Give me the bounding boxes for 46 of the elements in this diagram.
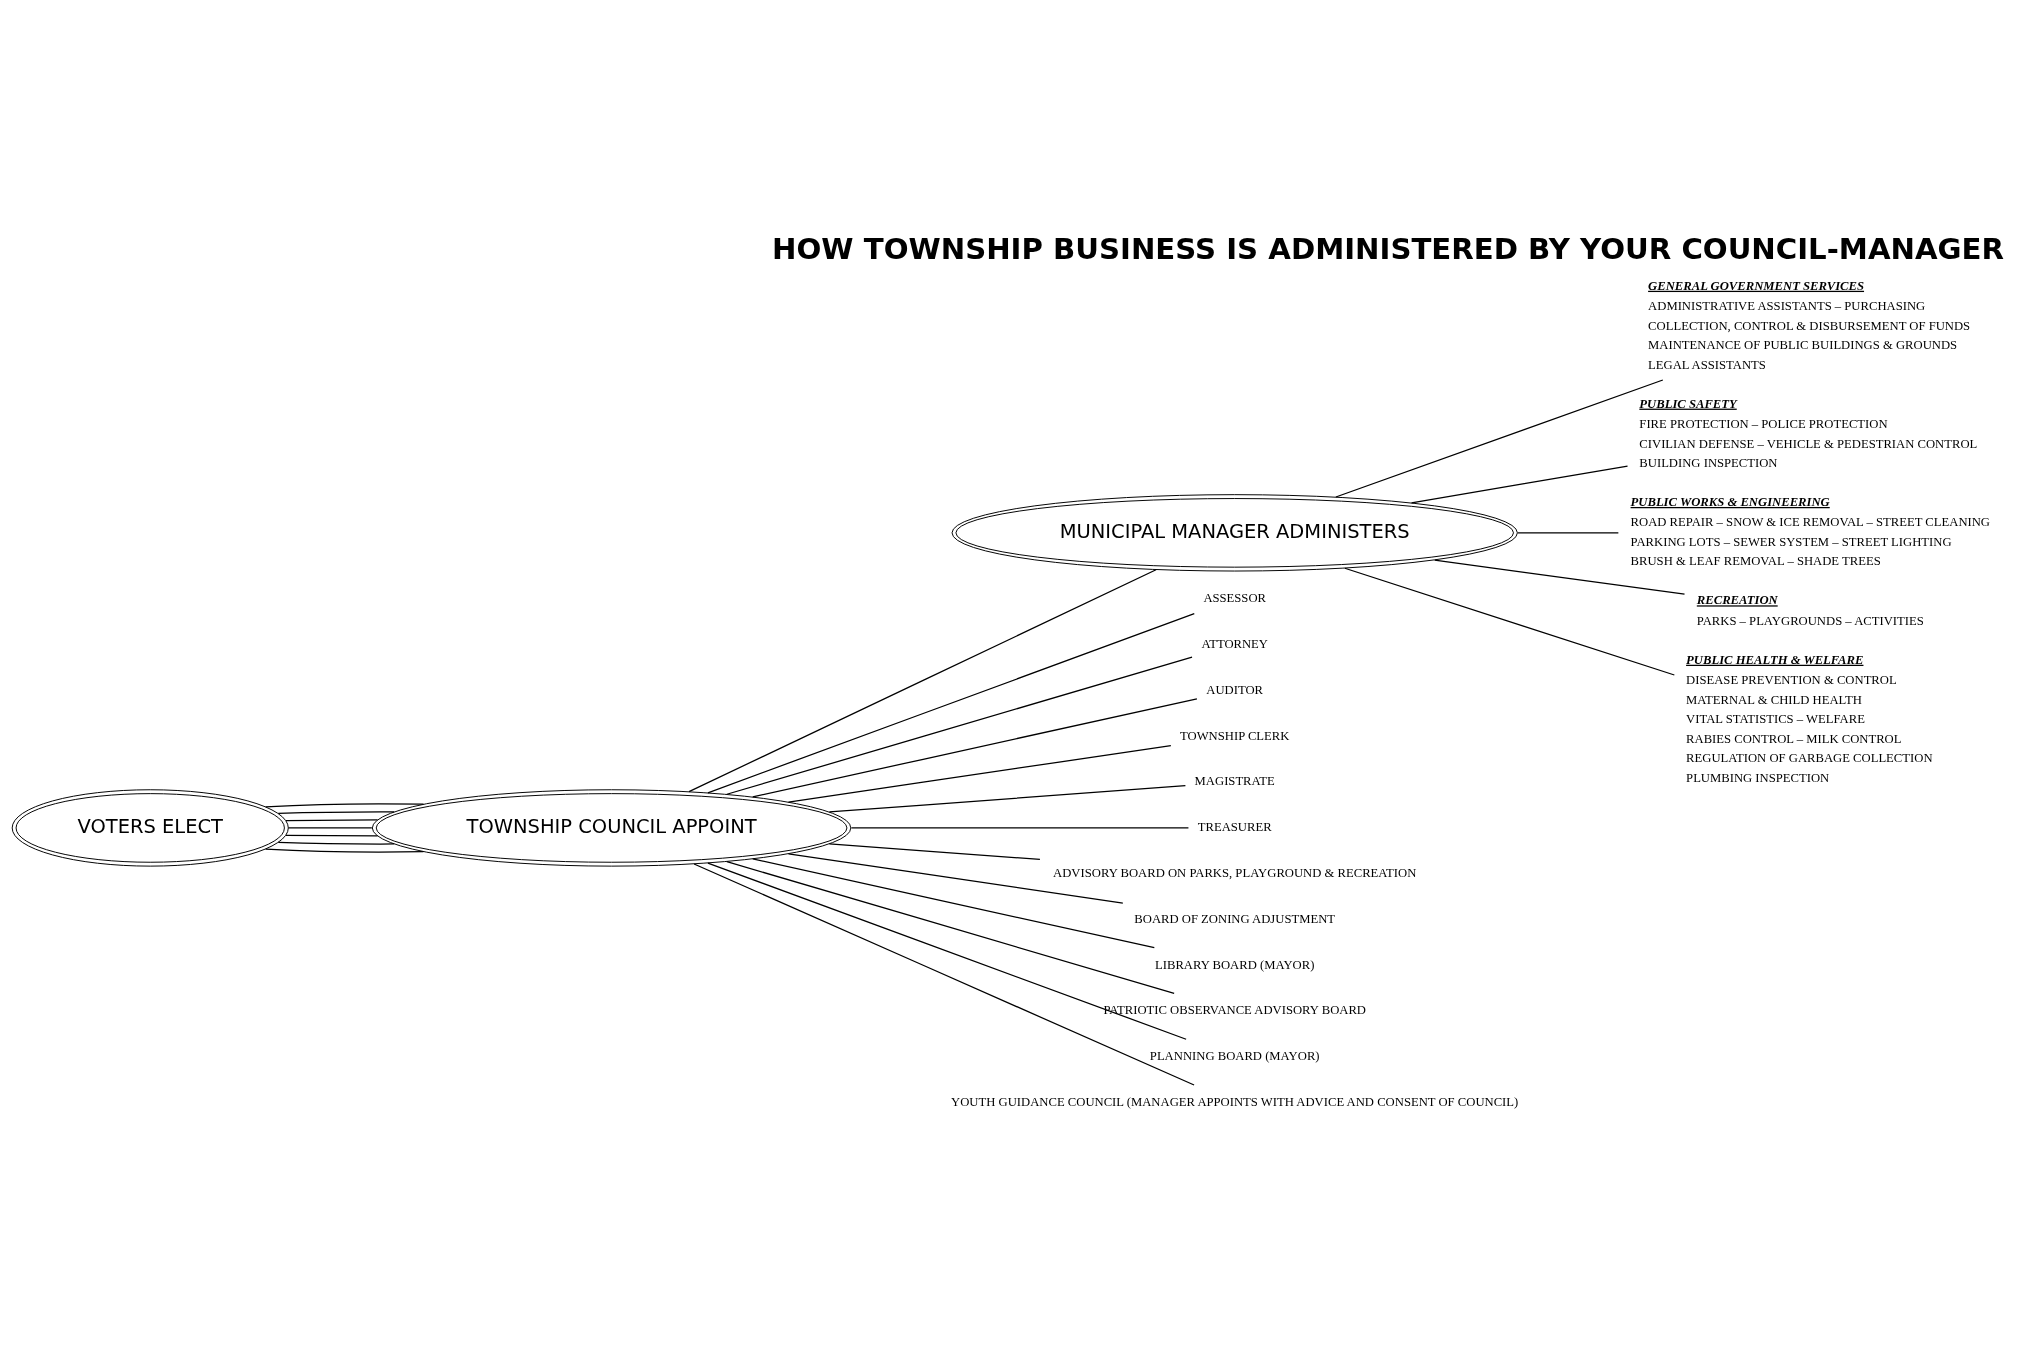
node-ellipse: TOWNSHIP COUNCIL APPOINT [371,788,852,867]
connector [828,784,1187,813]
connector [752,697,1198,798]
node-text: MAGISTRATE [1194,773,1275,788]
connector [707,861,1187,1040]
node-text: LIBRARY BOARD (MAYOR) [1155,957,1315,972]
node-text: ASSESSOR [1203,590,1267,605]
node-text: PUBLIC HEALTH & WELFARE DISEASE PREVENTION & CONTROL MATERNAL & CHILD HEALTH VITAL STATISTICS – WELFARE RABIES CONTROL – MILK CONTROL REGULATION OF GARBAGE COLLECTION PLUMBING INSPECTION [1686,652,1933,785]
connector [787,852,1124,904]
node-text: TREASURER [1197,819,1272,834]
node-text: PUBLIC SAFETY FIRE PROTECTION – POLICE PROTECTION CIVILIAN DEFENSE – VEHICLE & PEDESTRIAN CONTROL BUILDING INSPECTION [1639,396,1978,470]
node-text: PATRIOTIC OBSERVANCE ADVISORY BOARD [1103,1002,1366,1017]
connector [850,826,1190,829]
node-ellipse: MUNICIPAL MANAGER ADMINISTERS [951,493,1518,572]
node-text: AUDITOR [1206,682,1264,697]
connector [787,744,1172,803]
connector [1434,558,1686,595]
connector [1517,531,1619,533]
connector [828,842,1041,860]
connector [265,847,425,853]
diagram-title: HOW TOWNSHIP BUSINESS IS ADMINISTERED BY YOUR COUNCIL-MANAGER [772,231,2004,266]
node-text: ATTORNEY [1201,636,1268,651]
connector [285,818,379,821]
node-text: BOARD OF ZONING ADJUSTMENT [1134,911,1336,926]
connector [1410,464,1629,503]
connector [1344,567,1675,676]
node-text: PLANNING BOARD (MAYOR) [1149,1048,1320,1063]
connector [1335,378,1664,498]
node-text: GENERAL GOVERNMENT SERVICES ADMINISTRATIVE ASSISTANTS – PURCHASING COLLECTION, CONTROL & DISBURSEMENT OF FUNDS MAINTENANCE OF PUBLIC BUILDINGS & GROUNDS LEGAL ASSISTANTS [1648,278,1971,372]
connector [752,857,1155,948]
connector [688,568,1157,792]
node-text: YOUTH GUIDANCE COUNCIL (MANAGER APPOINTS WITH ADVICE AND CONSENT OF COUNCIL) [951,1094,1519,1109]
connector [287,826,373,829]
node-ellipse: VOTERS ELECT [11,788,289,867]
node-text: TOWNSHIP CLERK [1180,728,1290,743]
connector [285,834,379,837]
connector [277,841,395,845]
connector [693,862,1195,1086]
connector [277,810,395,814]
connector [265,802,425,807]
node-text: ADVISORY BOARD ON PARKS, PLAYGROUND & RECREATION [1053,865,1417,880]
node-text: PUBLIC WORKS & ENGINEERING ROAD REPAIR – SNOW & ICE REMOVAL – STREET CLEANING PARKING LOTS – SEWER SYSTEM – STREET LIGHTING BRUSH & LEAF REMOVAL – SHADE TREES [1630,494,1991,568]
node-text: RECREATION PARKS – PLAYGROUNDS – ACTIVITIES [1696,592,1924,628]
connector [726,656,1193,795]
connector [726,860,1175,994]
connector [707,612,1195,793]
